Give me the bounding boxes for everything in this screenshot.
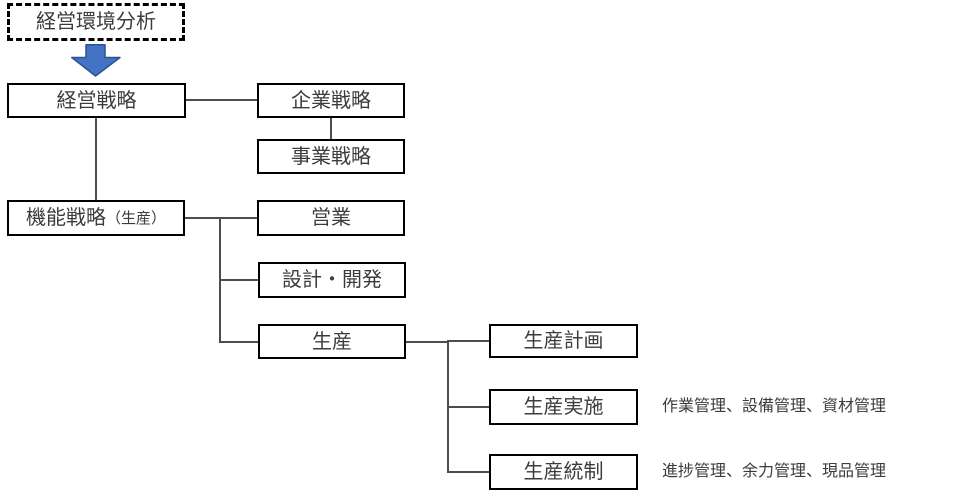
note-jisshi-text: 作業管理、設備管理、資材管理 [662, 398, 887, 415]
box-seisan: 生産 [258, 324, 406, 359]
box-kigyo-label: 企業戦略 [291, 89, 371, 112]
connector-keiei-to-kigyo [186, 99, 257, 101]
connector-branch-eigyo [219, 217, 257, 219]
box-keiei-senryaku: 経営戦略 [7, 83, 186, 118]
connector-branch-jisshi [447, 406, 489, 408]
box-sekkei-kaihatsu: 設計・開発 [258, 262, 406, 298]
note-jisshi: 作業管理、設備管理、資材管理 [662, 389, 886, 425]
box-seisan-keikaku: 生産計画 [489, 324, 638, 358]
note-tosei-text: 進捗管理、余力管理、現品管理 [662, 463, 887, 480]
down-arrow-shape [71, 44, 121, 77]
env-analysis-box: 経営環境分析 [7, 3, 185, 41]
box-kino-label: 機能戦略 [25, 207, 106, 229]
box-jigyo-label: 事業戦略 [291, 145, 371, 168]
connector-seisan-feed [406, 341, 448, 343]
down-arrow-icon [71, 44, 121, 77]
box-seisan-label: 生産 [312, 330, 352, 353]
box-kino-paren-label: （生産） [105, 209, 166, 227]
box-kigyo-senryaku: 企業戦略 [257, 83, 405, 118]
note-tosei: 進捗管理、余力管理、現品管理 [662, 454, 886, 490]
box-sekkei-label: 設計・開発 [282, 269, 382, 291]
box-eigyo-label: 営業 [311, 207, 351, 229]
box-seisan-jisshi: 生産実施 [489, 389, 638, 425]
connector-branch-keikaku [447, 340, 489, 342]
connector-branch-sekkei [219, 279, 258, 281]
env-analysis-label: 経営環境分析 [36, 11, 156, 33]
connector-kino-feed [185, 217, 220, 219]
connector-branch-tosei [447, 471, 489, 473]
connector-branch-seisan [219, 341, 258, 343]
connector-keiei-to-kino [95, 118, 97, 200]
box-eigyo: 営業 [257, 200, 405, 236]
box-jigyo-senryaku: 事業戦略 [257, 139, 405, 174]
box-kino-senryaku: 機能戦略（生産） [7, 200, 185, 236]
box-jisshi-label: 生産実施 [523, 396, 604, 418]
connector-kigyo-to-jigyo [330, 118, 332, 139]
box-keiei-label: 経営戦略 [56, 89, 137, 112]
box-keikaku-label: 生産計画 [523, 330, 604, 352]
box-tosei-label: 生産統制 [523, 461, 604, 483]
box-seisan-tosei: 生産統制 [489, 454, 638, 490]
